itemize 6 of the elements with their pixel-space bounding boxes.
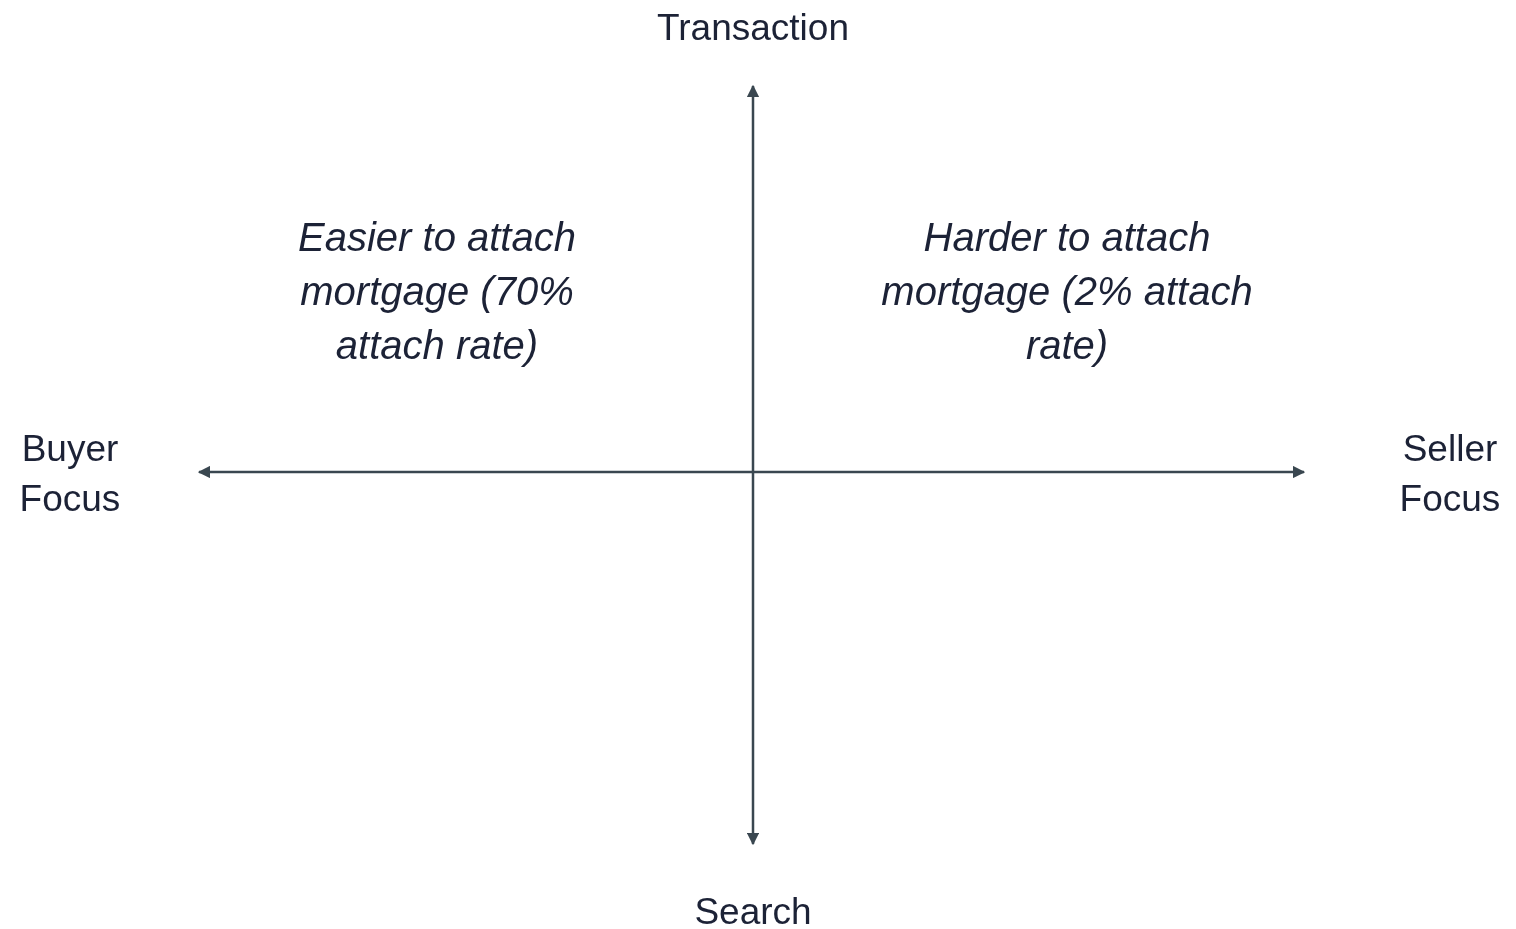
axis-label: Seller Focus xyxy=(1398,427,1502,521)
quadrant-note: Easier to attach mortgage (70% attach rate) xyxy=(297,214,577,369)
quadrant-note: Harder to attach mortgage (2% attach rate) xyxy=(880,214,1254,369)
axis-label: Search xyxy=(693,890,813,929)
axis-label: Transaction xyxy=(656,6,850,51)
axis-label: Buyer Focus xyxy=(18,427,122,521)
